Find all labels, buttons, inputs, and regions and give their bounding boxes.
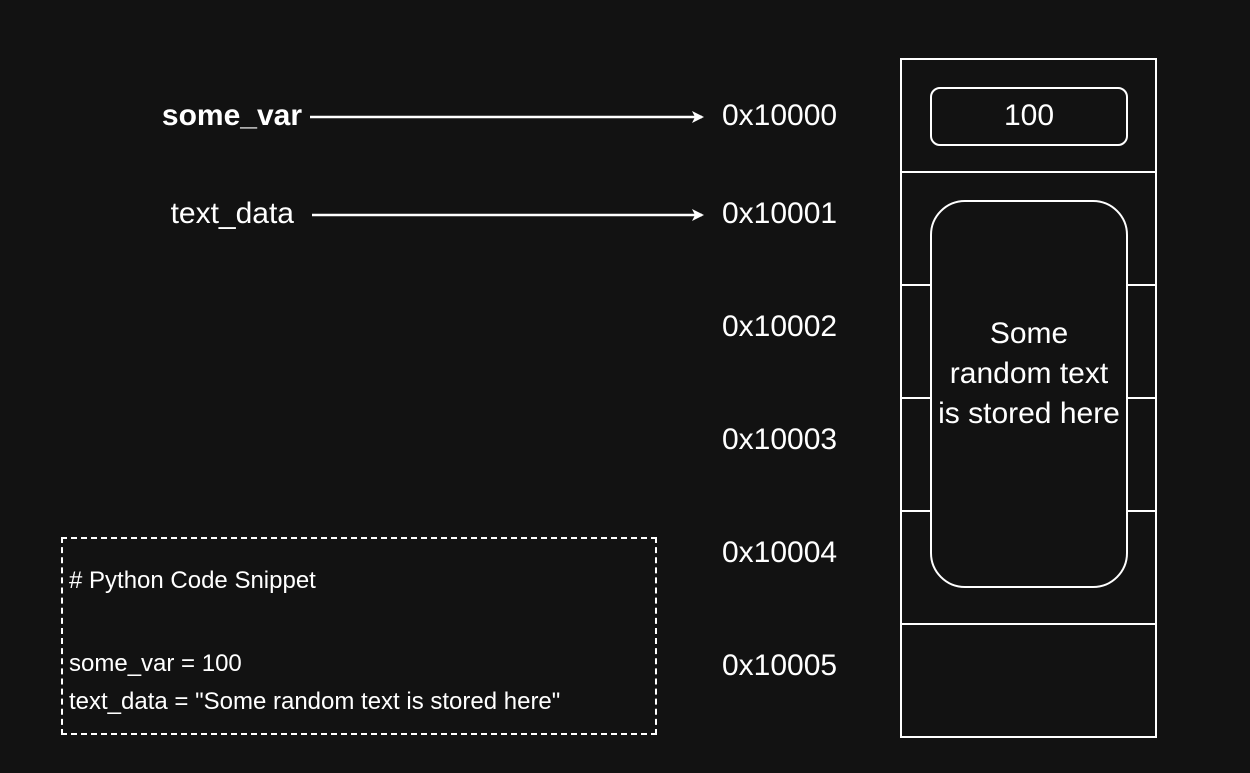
variable-some-var: some_var bbox=[161, 99, 302, 132]
code-line: text_data = "Some random text is stored … bbox=[69, 688, 561, 715]
address-label: 0x10005 bbox=[722, 649, 838, 682]
code-line: some_var = 100 bbox=[69, 650, 242, 677]
address-label: 0x10003 bbox=[722, 423, 838, 456]
address-label: 0x10004 bbox=[722, 536, 838, 569]
int-value-box bbox=[930, 87, 1128, 146]
address-label: 0x10000 bbox=[722, 99, 838, 132]
text-value-text: Some random text is stored here bbox=[938, 317, 1120, 430]
variable-text-data: text_data bbox=[170, 197, 294, 230]
code-snippet-box: # Python Code Snippet some_var = 100 tex… bbox=[61, 537, 657, 735]
int-value-text: 100 bbox=[1003, 99, 1055, 132]
text-value-box bbox=[930, 200, 1128, 588]
code-comment: # Python Code Snippet bbox=[69, 567, 316, 594]
address-label: 0x10001 bbox=[722, 197, 838, 230]
address-label: 0x10002 bbox=[722, 310, 838, 343]
